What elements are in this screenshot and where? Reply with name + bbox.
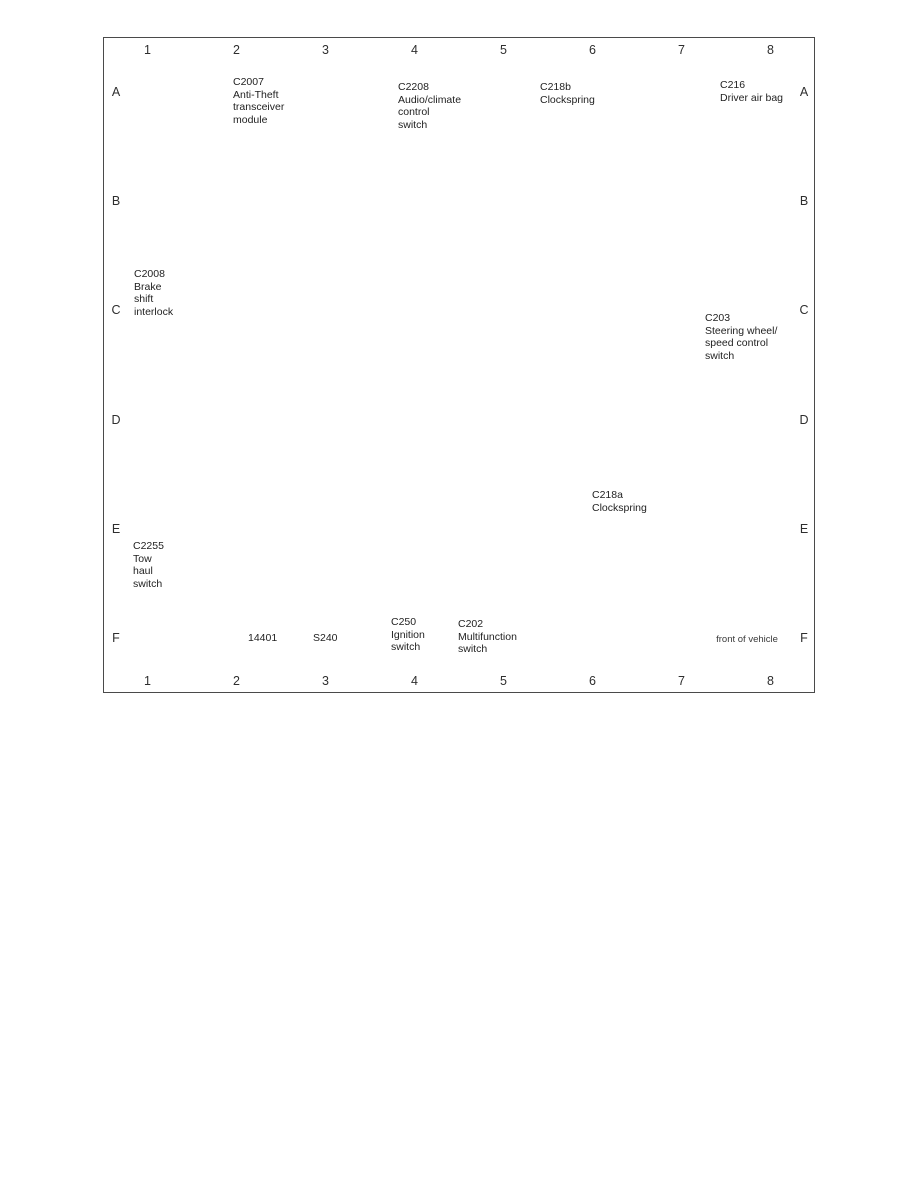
callout-text-line: C218b <box>540 81 571 93</box>
grid-col-label-top-3: 3 <box>322 43 329 57</box>
callout-s240: S240 <box>313 632 338 645</box>
callout-text-line: Clockspring <box>592 501 647 514</box>
callout-text-line: transceiver <box>233 101 285 113</box>
grid-row-label-right-B: B <box>799 194 809 208</box>
grid-row-label-left-F: F <box>112 631 120 646</box>
callout-text-line: haul <box>133 565 153 577</box>
grid-row-label-left-E: E <box>111 522 121 536</box>
callout-text-line: C2007 <box>233 76 264 88</box>
callout-text-line: Audio/climate <box>398 93 462 106</box>
callout-text-line: Anti-Theft <box>233 88 279 101</box>
grid-row-label-left-B: B <box>111 194 121 208</box>
callout-text-line: switch <box>398 118 428 131</box>
callout-text-line: 14401 <box>248 632 278 644</box>
grid-col-label-top-6: 6 <box>589 43 596 57</box>
callout-text-line: Driver air bag <box>720 91 784 104</box>
callout-text-line: C216 <box>720 79 746 91</box>
callout-text-line: switch <box>391 641 421 653</box>
callout-text-line: C218a <box>592 489 623 501</box>
callout-text-line: C203 <box>705 312 731 324</box>
grid-row-label-right-A: A <box>799 84 809 99</box>
grid-col-label-top-8: 8 <box>767 43 774 57</box>
grid-col-label-bottom-8: 8 <box>767 674 774 688</box>
grid-col-label-bottom-7: 7 <box>678 674 685 688</box>
callout-text-line: shift <box>134 293 154 305</box>
callout-text-line: control <box>398 106 430 118</box>
grid-col-label-bottom-5: 5 <box>500 674 507 688</box>
grid-col-label-bottom-1: 1 <box>144 674 151 688</box>
callout-text-line: C2255 <box>133 540 164 552</box>
grid-row-label-left-A: A <box>111 84 121 99</box>
callout-text-line: Clockspring <box>540 93 595 106</box>
grid-row-label-left-C: C <box>111 303 121 318</box>
grid-col-label-bottom-4: 4 <box>411 674 418 688</box>
callout-text-line: switch <box>705 349 735 362</box>
grid-col-label-top-4: 4 <box>411 43 418 57</box>
callout-text-line: Multifunction <box>458 630 517 643</box>
grid-row-label-right-F: F <box>800 631 808 646</box>
grid-col-label-top-5: 5 <box>500 43 507 57</box>
diagram-frame <box>103 37 815 693</box>
callout-text-line: Steering wheel/ <box>705 324 778 337</box>
grid-row-label-left-D: D <box>111 412 121 427</box>
grid-row-label-right-D: D <box>799 412 809 427</box>
callout-text-line: C2008 <box>134 268 165 280</box>
grid-row-label-right-C: C <box>799 303 809 318</box>
callout-text-line: speed control <box>705 337 769 349</box>
callout-text-line: S240 <box>313 632 338 644</box>
grid-row-label-right-E: E <box>799 522 809 536</box>
callout-text-line: C250 <box>391 616 417 628</box>
grid-col-label-bottom-6: 6 <box>589 674 596 688</box>
callout-text-line: C2208 <box>398 81 429 93</box>
callout-14401: 14401 <box>248 632 277 645</box>
grid-col-label-bottom-2: 2 <box>233 674 240 688</box>
grid-col-label-top-2: 2 <box>233 43 240 57</box>
callout-text-line: interlock <box>134 305 174 318</box>
grid-col-label-top-7: 7 <box>678 43 685 57</box>
grid-col-label-bottom-3: 3 <box>322 674 329 688</box>
callout-text-line: Brake <box>134 280 162 293</box>
front-of-vehicle-label: front of vehicle <box>716 634 778 645</box>
callout-text-line: switch <box>458 643 488 655</box>
callout-text-line: Ignition <box>391 628 425 641</box>
callout-text-line: Tow <box>133 552 152 565</box>
callout-text-line: C202 <box>458 618 484 630</box>
grid-col-label-top-1: 1 <box>144 43 151 57</box>
callout-text-line: module <box>233 113 268 126</box>
callout-text-line: switch <box>133 577 163 590</box>
